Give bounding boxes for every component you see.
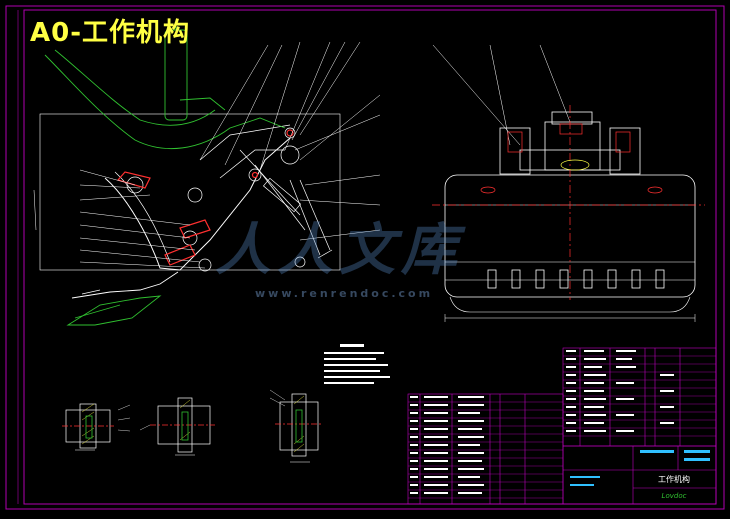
alternate-position-outline <box>44 20 286 326</box>
bucket-front-view <box>432 44 696 322</box>
parts-list-text-marks <box>410 350 674 494</box>
section-detail-views <box>62 389 322 463</box>
outer-frame <box>5 5 725 510</box>
title-block-drawing-name: 工作机构 <box>658 474 690 484</box>
section-detail-accents <box>85 409 303 443</box>
sheet-title: A0-工作机构 <box>30 18 191 48</box>
title-block-logo: Lovdoc <box>662 492 687 500</box>
section-hatching <box>81 395 305 453</box>
main-view-highlights <box>116 129 294 266</box>
leader-lines <box>79 41 381 269</box>
parts-list-table <box>407 347 717 505</box>
main-side-view <box>33 113 341 299</box>
title-block-cells <box>570 450 710 486</box>
parts-list-rows <box>408 355 716 499</box>
technical-notes <box>324 344 390 384</box>
inner-frame <box>23 9 717 505</box>
bucket-front-centerlines <box>432 105 705 300</box>
